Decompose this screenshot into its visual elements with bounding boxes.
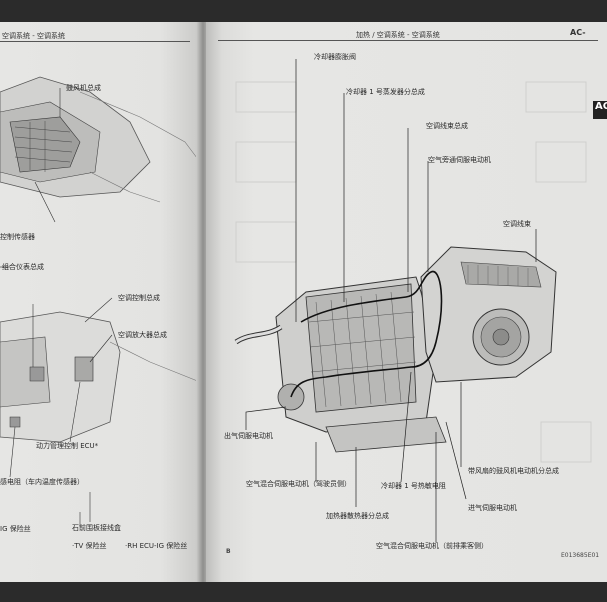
footer-figure-id: E013685E01 (561, 552, 600, 559)
label-air-mix-servo-driver: 空气混合伺服电动机（驾驶员侧） (246, 480, 351, 488)
label-cooler-thermistor: 冷却器 1 号热敏电阻 (381, 482, 446, 490)
label-ig-relay: IG 保险丝 (0, 525, 31, 533)
label-evaporator: 冷却器 1 号蒸发器分总成 (346, 88, 425, 96)
label-cooling-expansion-valve: 冷却器膨胀阀 (314, 53, 356, 61)
open-manual: 空调系统 - 空调系统 (0, 22, 607, 582)
section-number: AC- (570, 28, 586, 37)
label-powertrain-ecu: 动力管理控制 ECU* (36, 442, 99, 450)
left-page-header: 空调系统 - 空调系统 (2, 32, 65, 40)
label-ac-control: 空调控制总成 (118, 294, 160, 302)
label-air-inlet-servo: 空气旁通伺服电动机 (428, 156, 491, 164)
label-control-sensor: 控制传感器 (0, 233, 35, 241)
label-ac-amplifier: 空调放大器总成 (118, 331, 167, 339)
label-blower: 鼓风机总成 (66, 84, 101, 92)
left-dash-illustration (0, 76, 201, 527)
left-header-rule (0, 41, 190, 42)
label-air-mix-servo-passenger: 空气混合伺服电动机（前排乘客侧） (376, 542, 488, 550)
label-blower-motor: 带风扇的鼓风机电动机分总成 (468, 467, 559, 475)
label-ac-duct: 空调线束 (503, 220, 531, 228)
label-sensor: 感电阻（车内温度传感器） (0, 478, 84, 486)
right-page: 加热 / 空调系统 - 空调系统 AC- (206, 22, 607, 582)
left-page: 空调系统 - 空调系统 (0, 22, 201, 582)
label-combination-meter: 组合仪表总成 (2, 263, 44, 271)
label-tv-fuse: ·TV 保险丝 (72, 542, 107, 550)
label-air-mode-servo: 进气伺服电动机 (468, 504, 517, 512)
hvac-unit-illustration (234, 59, 592, 542)
label-rear-wire: 石前围板接线盒 (72, 524, 121, 532)
right-header-rule (218, 40, 598, 41)
section-tab: AC (593, 101, 607, 119)
label-heater-core: 加热器散热器分总成 (326, 512, 389, 520)
label-ac-harness: 空调线束总成 (426, 122, 468, 130)
label-air-mix-servo-left: 出气伺服电动机 (224, 432, 273, 440)
right-page-header: 加热 / 空调系统 - 空调系统 (356, 31, 440, 39)
footer-left-mark: B (226, 548, 231, 555)
label-rh-ecu-ig: ·RH ECU-IG 保险丝 (125, 542, 188, 550)
